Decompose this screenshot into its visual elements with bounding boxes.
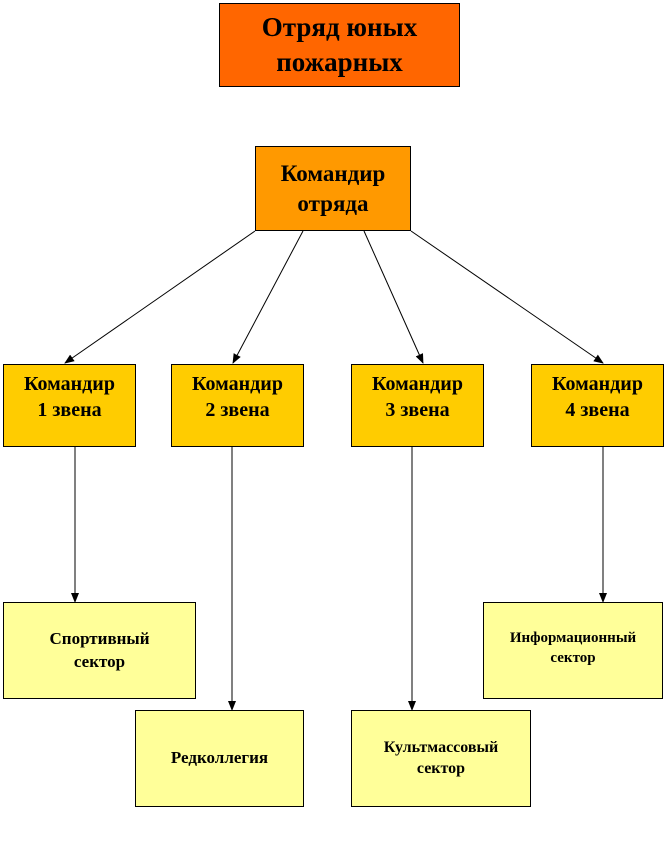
commander-line: отряда	[297, 190, 369, 216]
zveno-4-box: Командир 4 звена	[531, 364, 664, 447]
zveno-line: 4 звена	[565, 399, 630, 421]
title-line: пожарных	[276, 47, 403, 77]
sector-line: Информационный	[509, 630, 637, 646]
redkollegia-box: Редколлегия	[135, 710, 304, 807]
zveno-line: Командир	[24, 373, 115, 395]
arrow-to-zveno-4	[410, 230, 604, 364]
sector-line: Редколлегия	[170, 748, 269, 768]
kult-sector-box: Культмассовый сектор	[351, 710, 531, 807]
sector-line: сектор	[73, 651, 126, 671]
sector-line: Спортивный	[49, 629, 150, 649]
zveno-1-box: Командир 1 звена	[3, 364, 136, 447]
title-box: Отряд юных пожарных	[219, 3, 460, 87]
zveno-line: Командир	[192, 373, 283, 395]
arrow-to-zveno-1	[64, 230, 256, 364]
zveno-line: 1 звена	[37, 399, 102, 421]
zveno-2-box: Командир 2 звена	[171, 364, 304, 447]
zveno-line: Командир	[372, 373, 463, 395]
sector-line: Культмассовый	[383, 738, 499, 756]
zveno-line: 3 звена	[385, 399, 450, 421]
commander-line: Командир	[280, 160, 386, 186]
arrow-to-zveno-3	[363, 230, 424, 364]
title-line: Отряд юных	[261, 11, 418, 42]
zveno-line: 2 звена	[205, 399, 270, 421]
info-sector-box: Информационный сектор	[483, 602, 663, 699]
sector-line: сектор	[416, 759, 466, 777]
zveno-3-box: Командир 3 звена	[351, 364, 484, 447]
commander-box: Командир отряда	[255, 146, 411, 231]
sector-line: сектор	[550, 649, 596, 666]
arrow-to-zveno-2	[232, 230, 304, 364]
zveno-line: Командир	[552, 373, 643, 395]
